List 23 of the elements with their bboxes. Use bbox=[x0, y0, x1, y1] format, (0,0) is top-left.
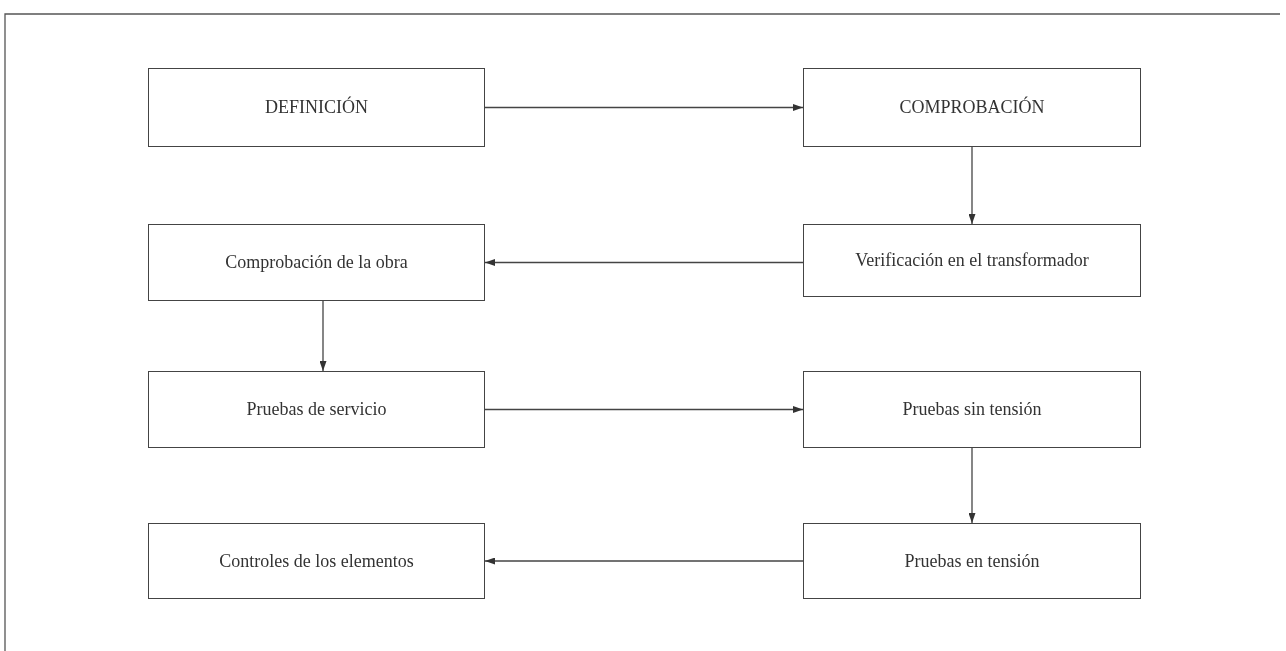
arrow bbox=[319, 300, 327, 372]
process-box bbox=[148, 371, 485, 448]
box-label: Pruebas de servicio bbox=[245, 398, 388, 422]
process-box bbox=[148, 523, 485, 599]
process-box bbox=[803, 68, 1141, 147]
process-box bbox=[803, 371, 1141, 448]
box-label: Controles de los elementos bbox=[218, 549, 415, 573]
arrow bbox=[968, 146, 976, 225]
arrow bbox=[484, 104, 804, 111]
arrow bbox=[968, 447, 976, 524]
box-label: Pruebas sin tensión bbox=[901, 398, 1043, 422]
process-box bbox=[148, 68, 485, 147]
box-label: DEFINICIÓN bbox=[264, 95, 369, 120]
arrow bbox=[484, 557, 804, 565]
process-box bbox=[803, 523, 1141, 599]
arrow bbox=[484, 259, 804, 266]
box-label: Pruebas en tensión bbox=[903, 549, 1041, 573]
box-label: Comprobación de la obra bbox=[224, 251, 409, 275]
process-box bbox=[148, 224, 485, 301]
process-box bbox=[803, 224, 1141, 297]
arrow bbox=[484, 406, 804, 413]
box-label: COMPROBACIÓN bbox=[898, 95, 1046, 120]
box-label: Verificación en el transformador bbox=[854, 249, 1090, 273]
